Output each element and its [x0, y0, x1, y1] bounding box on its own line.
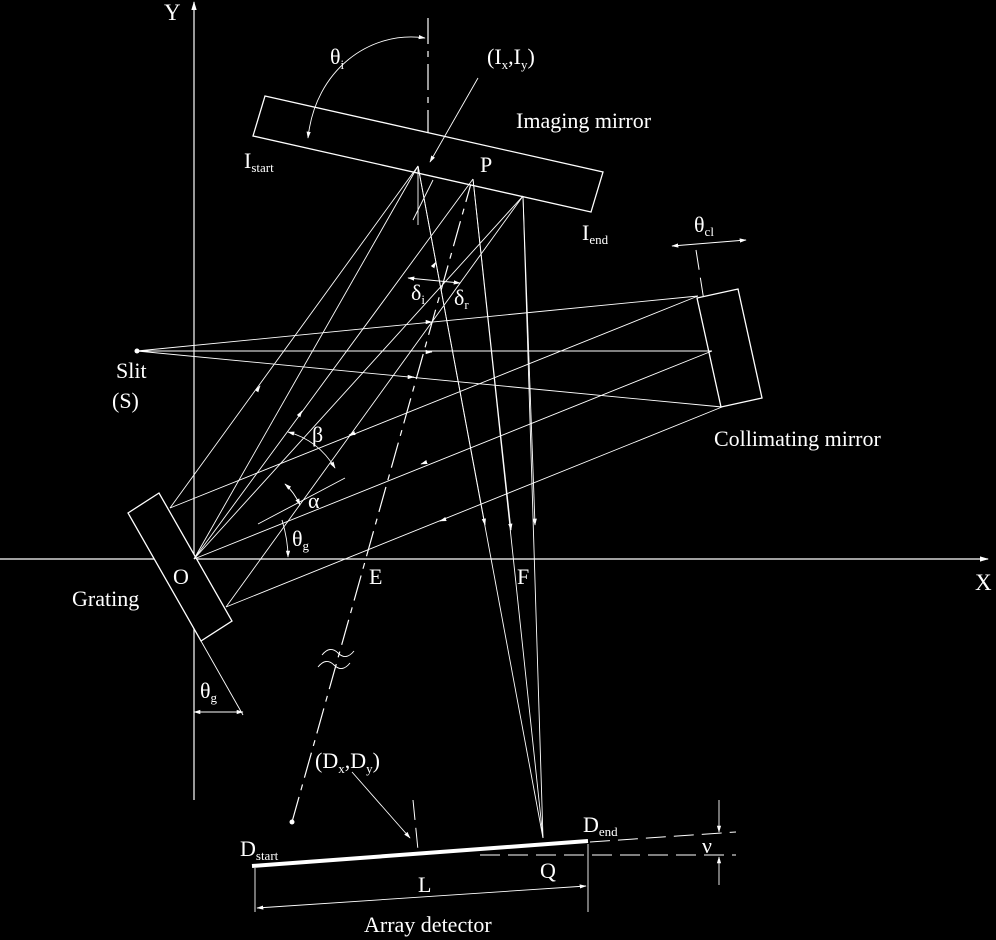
l-dim-line [256, 884, 587, 910]
array-detector-label: Array detector [364, 912, 492, 937]
diffracted-rays [169, 165, 524, 608]
d-start-label: Dstart [240, 836, 279, 863]
theta-g-bottom-label: θg [200, 678, 218, 705]
optical-axis-dashed [291, 179, 473, 823]
focused-rays [412, 165, 544, 839]
i-start-label: Istart [244, 148, 274, 175]
theta-i-label: θi [330, 44, 345, 72]
dashed-end-dot [289, 819, 295, 825]
beta-label: β [312, 422, 323, 447]
theta-i-arc [306, 35, 426, 139]
slit-label-line1: Slit [116, 358, 147, 383]
slit-rays [134, 295, 723, 408]
theta-cl-label: θcl [694, 212, 714, 239]
x-axis-label: X [975, 570, 992, 595]
collimated-rays [169, 295, 723, 608]
grating-element [127, 492, 233, 642]
point-q-label: Q [540, 858, 556, 883]
d-end-label: Dend [583, 812, 618, 839]
alpha-label: α [308, 488, 320, 513]
i-end-label: Iend [582, 220, 609, 247]
imaging-coord-label: (Ix,Iy) [487, 44, 535, 72]
array-detector-element [251, 839, 589, 868]
point-e-label: E [369, 564, 382, 589]
point-p-label: P [480, 152, 492, 177]
detector-coord-leader [351, 771, 411, 839]
imaging-mirror-label: Imaging mirror [516, 108, 652, 133]
slit-label-line2: (S) [112, 388, 139, 413]
detector-extension-dashed [589, 831, 737, 843]
y-axis-label: Y [164, 0, 181, 25]
delta-dim [407, 276, 461, 285]
alpha-arc [284, 483, 301, 506]
length-l-label: L [418, 872, 431, 897]
theta-cl-dim [671, 238, 747, 248]
beta-arc [287, 431, 336, 469]
nu-label: ν [702, 833, 712, 858]
theta-g-bottom-ref [200, 640, 244, 716]
delta-i-label: δi [411, 280, 425, 307]
alpha-ref-line [257, 477, 346, 525]
detector-centre-tick [412, 799, 419, 851]
imaging-coord-leader [429, 77, 479, 163]
delta-r-label: δr [454, 285, 469, 312]
collimating-mirror-label: Collimating mirror [714, 426, 881, 451]
grating-label: Grating [72, 586, 139, 611]
axis-break-symbol [317, 649, 355, 669]
detector-coord-label: (Dx,Dy) [315, 748, 380, 776]
collimating-mirror-element [696, 288, 763, 408]
point-f-label: F [517, 564, 529, 589]
origin-label: O [173, 564, 189, 589]
theta-g-top-arc [281, 519, 291, 558]
theta-g-top-label: θg [292, 526, 310, 553]
